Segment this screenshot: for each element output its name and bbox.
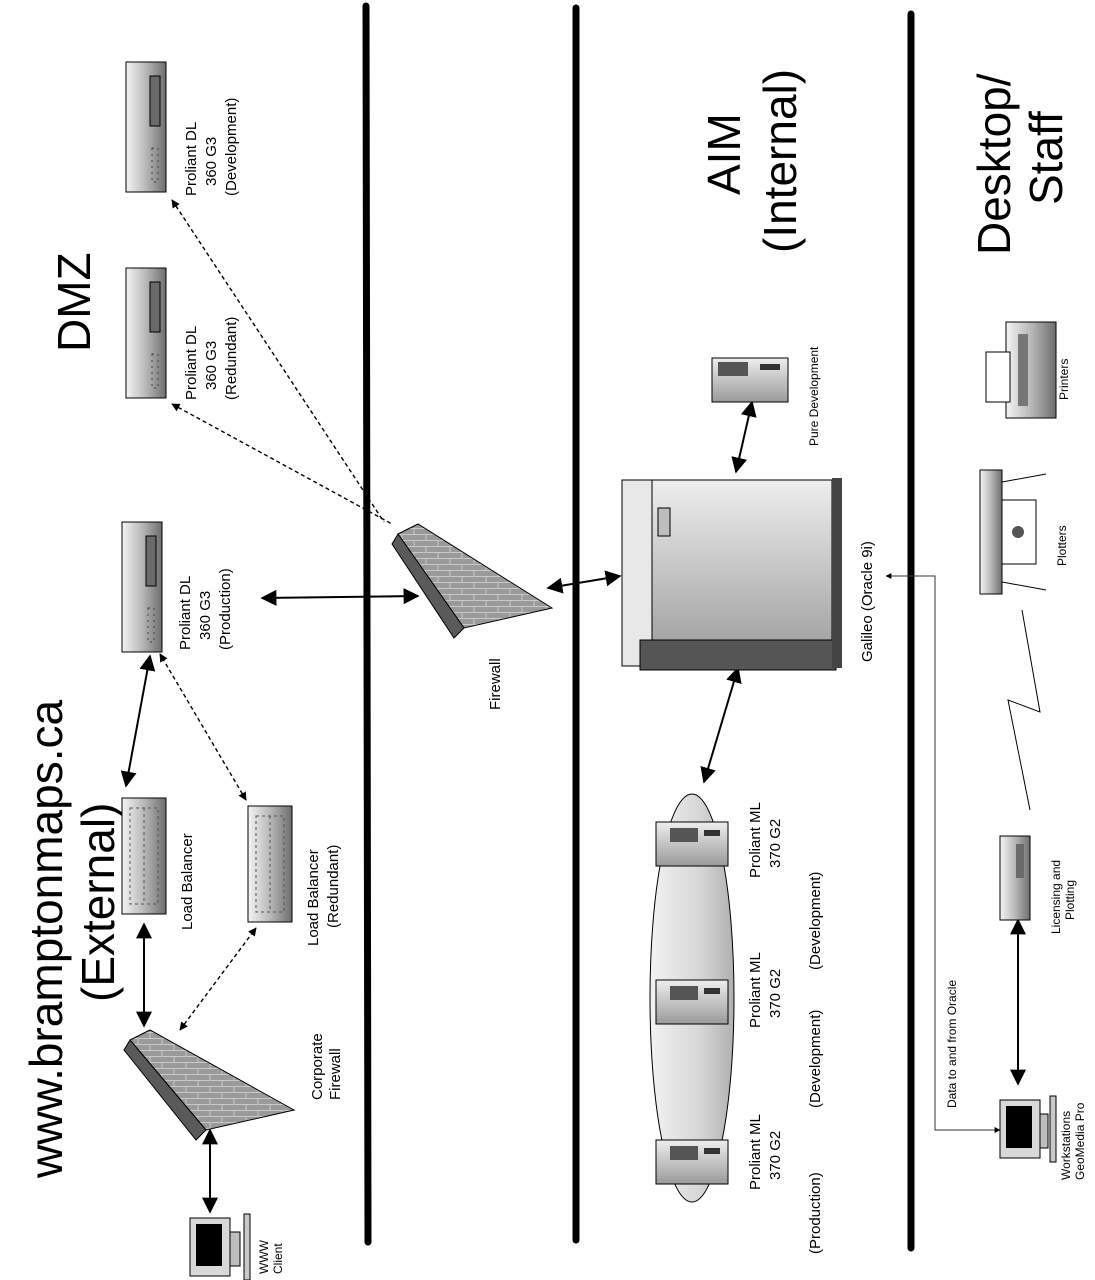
server-icon	[125, 61, 167, 193]
firewall-icon	[391, 523, 554, 639]
svg-text:Corporate: Corporate	[309, 1033, 326, 1100]
link-galileo-puredev	[731, 400, 757, 474]
label-proliant-development: Proliant DL 360 G3 (Development)	[183, 98, 240, 196]
svg-text:GeoMedia Pro: GeoMedia Pro	[1073, 1102, 1087, 1180]
svg-text:Proliant ML: Proliant ML	[747, 802, 764, 878]
label-data-oracle: Data to and from Oracle	[945, 980, 959, 1108]
label-www-client: WWW Client	[257, 1239, 285, 1274]
link-firewall-redundant	[171, 403, 393, 525]
label-plotters: Plotters	[1055, 525, 1069, 566]
link-firewall-lb-redundant	[179, 927, 257, 1031]
link-firewall-galileo	[546, 570, 622, 594]
tower-server-icon	[711, 357, 789, 403]
label-load-balancer-redundant: Load Balancer (Redundant)	[305, 845, 342, 946]
svg-text:Firewall: Firewall	[327, 1048, 344, 1100]
zone-title-aim: AIM (Internal)	[698, 69, 806, 253]
label-ml-development-1: Proliant ML 370 G2 (Development)	[747, 952, 824, 1108]
label-pure-development: Pure Development	[807, 346, 821, 446]
label-ml-production: Proliant ML 370 G2 (Production)	[747, 1114, 824, 1254]
lightning-icon	[1007, 609, 1041, 811]
tower-server-icon	[655, 979, 729, 1025]
svg-text:360 G3: 360 G3	[203, 341, 220, 390]
label-corporate-firewall: Corporate Firewall	[309, 1033, 344, 1100]
link-production-firewall	[260, 588, 420, 606]
svg-text:(Development): (Development)	[223, 98, 240, 196]
svg-text:Proliant DL: Proliant DL	[183, 122, 200, 196]
label-proliant-redundant: Proliant DL 360 G3 (Redundant)	[183, 317, 240, 400]
svg-text:AIM: AIM	[698, 113, 750, 195]
svg-text:(Redundant): (Redundant)	[325, 845, 342, 928]
svg-text:www.bramptonmaps.ca: www.bramptonmaps.ca	[20, 700, 72, 1179]
svg-text:Load Balancer: Load Balancer	[305, 849, 322, 946]
svg-text:Proliant ML: Proliant ML	[747, 952, 764, 1028]
svg-text:360 G3: 360 G3	[203, 137, 220, 186]
tower-server-icon	[655, 1139, 729, 1185]
label-firewall: Firewall	[487, 658, 504, 710]
tower-server-icon	[655, 821, 729, 867]
firewall-icon	[123, 1029, 296, 1141]
svg-text:WWW: WWW	[257, 1239, 271, 1274]
label-workstations: Workstations GeoMedia Pro	[1059, 1102, 1087, 1180]
computer-icon	[189, 1213, 251, 1280]
link-firewall-development	[171, 199, 385, 523]
svg-text:Workstations: Workstations	[1059, 1111, 1073, 1180]
database-server-icon	[621, 478, 842, 671]
svg-text:(Development): (Development)	[807, 1010, 824, 1108]
zone-title-desktop: Desktop/ Staff	[968, 73, 1072, 255]
svg-text:(Production): (Production)	[217, 568, 234, 650]
server-icon	[121, 521, 163, 653]
computer-icon	[999, 1095, 1057, 1163]
svg-text:(Internal): (Internal)	[754, 69, 806, 253]
svg-text:Proliant ML: Proliant ML	[747, 1114, 764, 1190]
server-icon	[125, 267, 167, 399]
label-licensing: Licensing and Plotting	[1049, 860, 1077, 934]
svg-text:Proliant DL: Proliant DL	[177, 576, 194, 650]
svg-text:Client: Client	[271, 1243, 285, 1274]
server-icon	[999, 835, 1031, 921]
load-balancer-icon	[121, 797, 167, 915]
svg-text:370 G2: 370 G2	[767, 969, 784, 1018]
svg-text:370 G2: 370 G2	[767, 819, 784, 868]
svg-text:Proliant DL: Proliant DL	[183, 326, 200, 400]
zone-divider-1	[362, 2, 372, 1246]
label-load-balancer: Load Balancer	[179, 833, 196, 930]
svg-text:360 G3: 360 G3	[197, 591, 214, 640]
printer-icon	[985, 321, 1057, 419]
link-galileo-ml	[700, 666, 742, 784]
svg-text:(Development): (Development)	[807, 872, 824, 970]
svg-text:370 G2: 370 G2	[767, 1131, 784, 1180]
link-oracle-workstations	[885, 573, 1001, 1133]
label-ml-development-2: Proliant ML 370 G2 (Development)	[747, 802, 824, 970]
label-printers: Printers	[1057, 359, 1071, 400]
svg-text:Plotting: Plotting	[1063, 880, 1077, 920]
svg-text:(Production): (Production)	[807, 1172, 824, 1254]
link-lb-production	[120, 654, 156, 788]
svg-text:Desktop/: Desktop/	[968, 73, 1020, 255]
svg-text:(External): (External)	[72, 803, 124, 1002]
plotter-icon	[979, 469, 1047, 595]
zone-title-dmz: DMZ	[48, 252, 100, 352]
svg-text:(Redundant): (Redundant)	[223, 317, 240, 400]
label-galileo: Galileo (Oracle 9i)	[859, 541, 876, 662]
svg-text:Licensing and: Licensing and	[1049, 860, 1063, 934]
zone-title-external: www.bramptonmaps.ca (External)	[20, 700, 124, 1179]
label-proliant-production: Proliant DL 360 G3 (Production)	[177, 568, 234, 650]
load-balancer-redundant-icon	[247, 805, 293, 923]
link-lb-redundant-production	[159, 653, 247, 801]
svg-text:Staff: Staff	[1020, 111, 1072, 205]
